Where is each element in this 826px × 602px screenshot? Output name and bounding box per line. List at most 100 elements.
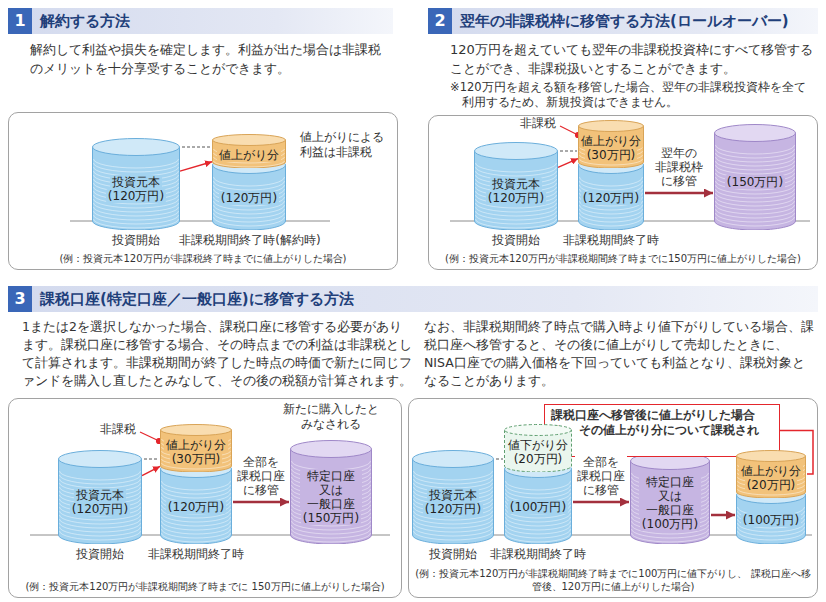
coin-stripe <box>476 219 557 228</box>
coin-stripe <box>580 213 643 222</box>
arrow-label: 全部を 課税口座 に移管 <box>575 455 627 497</box>
coin-stripes <box>414 471 493 540</box>
coin-stripe <box>476 167 557 176</box>
coin-stripes <box>60 471 141 540</box>
coin-stripes <box>292 461 371 542</box>
node-text: (100万円) <box>741 513 801 527</box>
coin-stripe <box>580 217 643 226</box>
node-text: 2 <box>428 8 452 34</box>
coin-stripe <box>738 527 805 536</box>
cylinder-top <box>161 461 232 478</box>
node-text: (30万円) <box>585 148 638 162</box>
flow-arrow <box>142 466 160 475</box>
heading-band: 課税口座(特定口座／一般口座)に移管する方法3 <box>8 286 818 312</box>
cylinder-top <box>579 121 644 132</box>
arrow-label: 翌年の 非課税枠 に移管 <box>653 146 705 188</box>
body-text: 解約して利益や損失を確定します。利益が出た場合は非課税のメリットを十分享受するこ… <box>30 40 392 78</box>
cylinder-body <box>505 430 572 472</box>
cylinder-body <box>475 151 558 230</box>
coin-stripe <box>162 481 231 490</box>
cylinder-top <box>93 139 180 156</box>
coin-stripe <box>506 533 571 542</box>
coin-stripe <box>60 519 141 528</box>
coin-stripes <box>632 473 709 542</box>
coin-stripe <box>506 513 571 522</box>
cylinder-top <box>737 487 806 504</box>
coin-stripe <box>580 205 643 214</box>
coin-stripe <box>60 527 141 536</box>
coin-stripes <box>580 177 643 226</box>
coin-stack: 投資元本(120万円) <box>474 142 558 230</box>
annotation-label: 投資開始 <box>423 547 483 561</box>
flow-arrow <box>233 501 289 504</box>
dashed-level-line <box>182 147 211 148</box>
node-text: (100万円) <box>640 517 700 531</box>
coin-stripe <box>60 515 141 524</box>
coin-stripe <box>506 489 571 498</box>
coin-stripe <box>476 207 557 216</box>
node-text: 3 <box>8 286 32 312</box>
coin-stripe <box>716 161 795 170</box>
coin-stripe <box>292 529 371 538</box>
coin-stack: 値上がり分(20万円) <box>736 450 806 498</box>
coin-stripe <box>716 157 795 166</box>
caption-text: (例：投資元本120万円が非課税終了時までに値上がりした場合) <box>15 252 391 265</box>
body-text: ※120万円を超える額を移管した場合、翌年の非課税投資枠を全て利用するため、新規… <box>450 80 816 110</box>
coin-stripe <box>716 149 795 158</box>
coin-stripes <box>94 159 179 228</box>
annotation-label: 投資開始 <box>106 233 166 247</box>
coin-stack: 値上がり分(30万円) <box>578 120 644 168</box>
flow-arrow <box>645 192 713 195</box>
node-text: 投資元本 <box>427 488 479 502</box>
node-text: 1 <box>8 8 32 34</box>
coin-stripe <box>506 529 571 538</box>
cylinder-body <box>59 459 142 544</box>
node-text: (20万円) <box>512 452 565 466</box>
node-text: 投資元本 <box>110 175 162 189</box>
flow-arrow <box>558 159 578 168</box>
node-text: (20万円) <box>745 478 798 492</box>
annotation-label: 非課税 <box>100 422 140 436</box>
cylinder-top <box>413 451 494 468</box>
coin-stripe <box>414 527 493 536</box>
coin-stripe <box>414 479 493 488</box>
coin-stripe <box>716 205 795 214</box>
coin-stripe <box>716 209 795 218</box>
coin-stripe <box>716 201 795 210</box>
coin-stripes <box>162 481 231 542</box>
flow-arrow <box>711 514 735 517</box>
caption-text: (例：投資元本120万円が非課税期間終了時までに 150万円に値上がりした場合) <box>15 580 395 593</box>
annotation-label: 非課税期間終了時 <box>556 233 666 247</box>
coin-stripe <box>162 529 231 538</box>
coin-stripes <box>214 177 285 226</box>
coin-stripe <box>292 533 371 542</box>
cylinder-top <box>737 451 806 462</box>
dashed-level-line <box>496 459 503 460</box>
coin-stripe <box>94 203 179 212</box>
caption-text: (例：投資元本120万円が非課税期間終了時までに100万円に値下がりし、 課税口… <box>415 567 811 593</box>
coin-stripe <box>506 521 571 530</box>
coin-stack: 値下がり分(20万円) <box>504 424 572 472</box>
cylinder-top <box>505 461 572 478</box>
node-text: 特定口座 又は 一般口座 <box>300 469 362 511</box>
coin-stripe <box>60 479 141 488</box>
coin-stack: 投資元本(120万円) <box>58 450 142 544</box>
coin-stripe <box>162 525 231 534</box>
coin-stripe <box>716 189 795 198</box>
cylinder-top <box>161 425 232 436</box>
annotation-label: 非課税期間終了時 <box>141 547 251 561</box>
annotation-label: 投資開始 <box>70 547 130 561</box>
coin-stripe <box>506 517 571 526</box>
dashed-level-line <box>144 459 159 460</box>
cylinder-body <box>161 469 232 544</box>
node-text: 課税口座(特定口座／一般口座)に移管する方法 <box>8 286 818 312</box>
node-text: 投資元本 <box>74 488 126 502</box>
cylinder-top <box>213 135 286 146</box>
caption-text: (例：投資元本120万円が非課税期間終了時までに150万円に値上がりした場合) <box>435 252 811 265</box>
cylinder-top <box>59 451 142 468</box>
coin-stripe <box>162 533 231 542</box>
node-text: 翌年の非課税枠に移管する方法(ロールオーバー) <box>428 8 818 34</box>
cylinder-body <box>505 469 572 544</box>
coin-stripe <box>716 153 795 162</box>
coin-stripe <box>94 159 179 168</box>
